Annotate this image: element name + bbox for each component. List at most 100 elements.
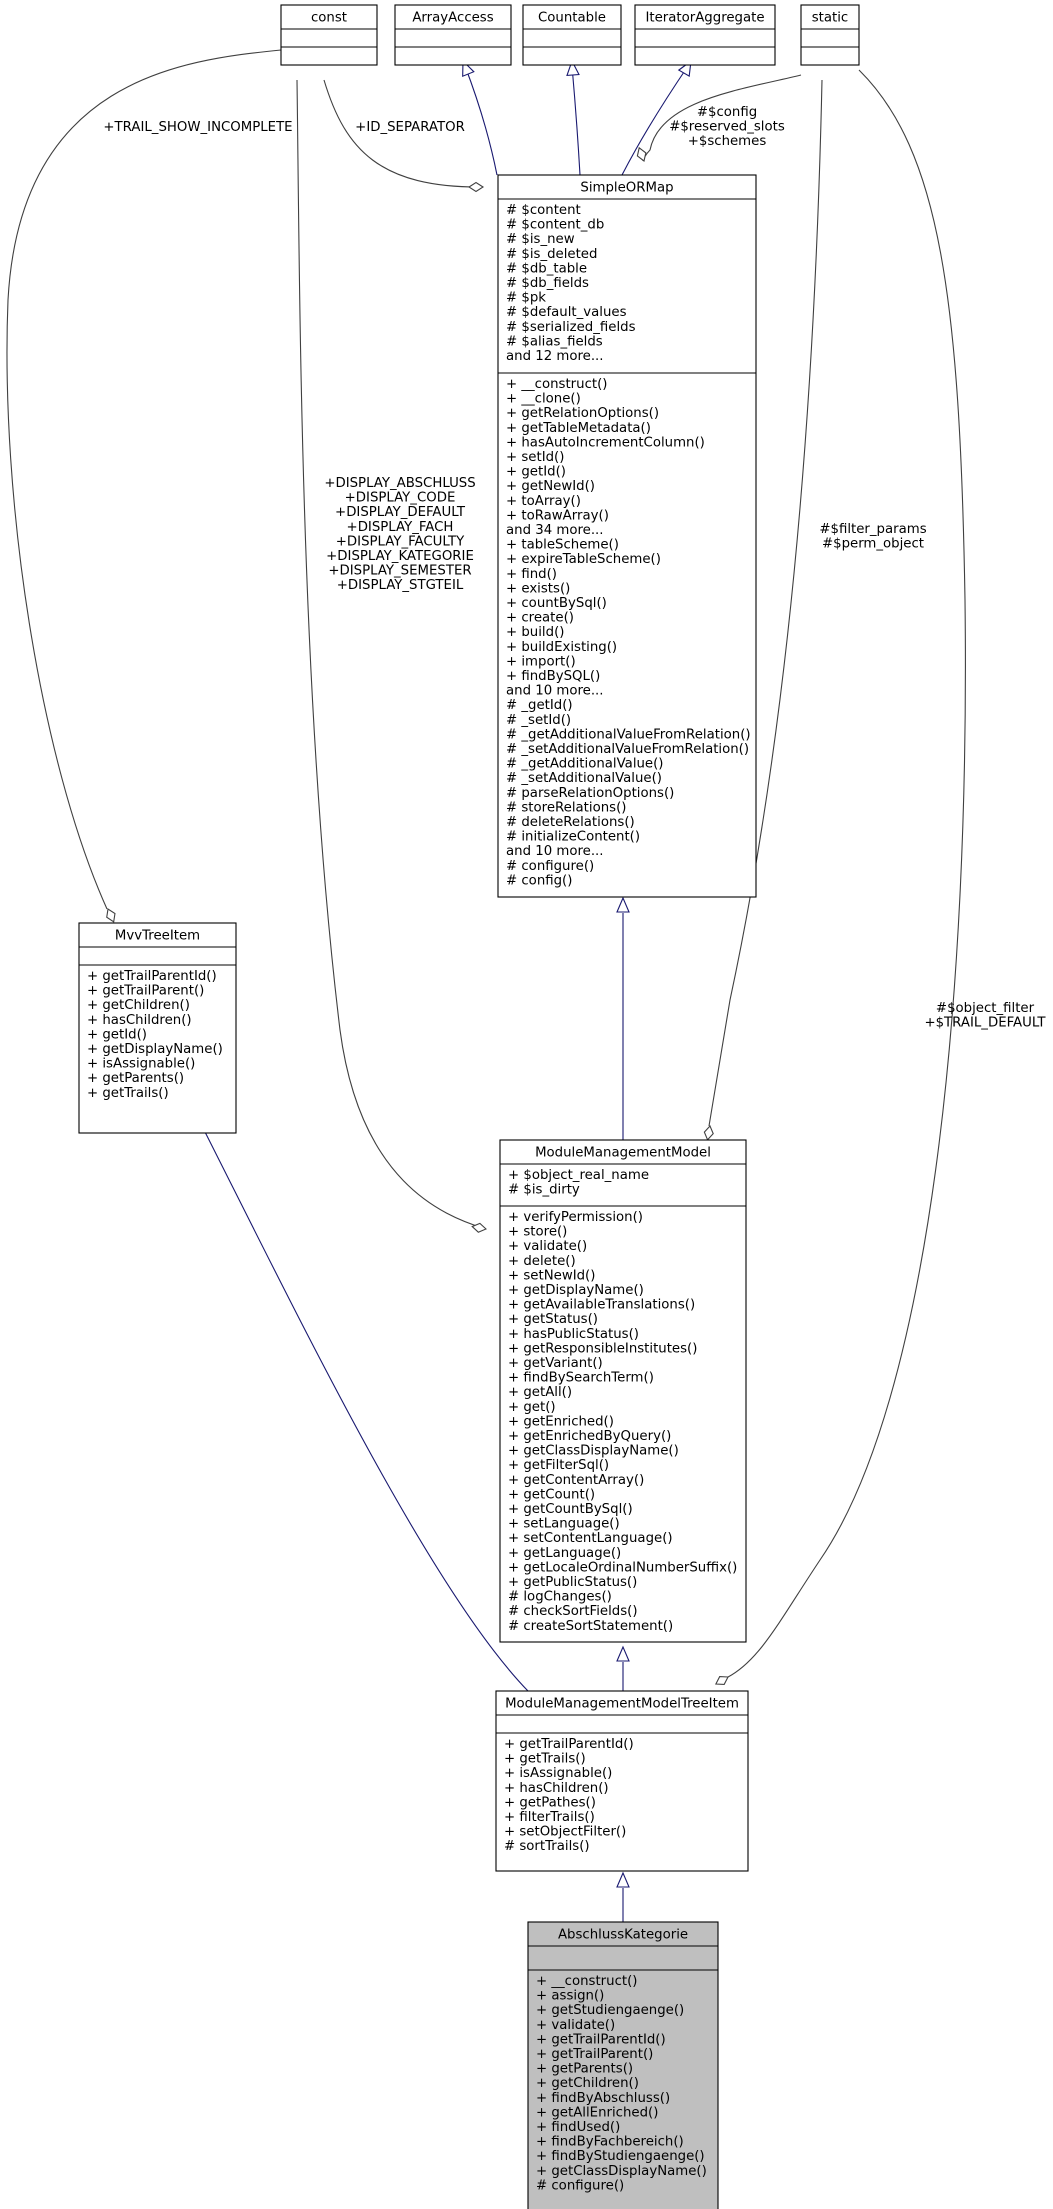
class-box-module-management-model[interactable]: ModuleManagementModel+ $object_real_name…: [499, 1139, 747, 1643]
class-box-frame: [394, 4, 512, 66]
class-method: + hasPublicStatus(): [508, 1327, 639, 1342]
class-method: + setLanguage(): [508, 1517, 620, 1532]
class-method: + find(): [506, 567, 557, 582]
class-attribute: # $pk: [506, 291, 546, 306]
edges-layer: [6, 49, 966, 1922]
class-method: + getTrails(): [504, 1752, 586, 1767]
class-method: + getNewId(): [506, 479, 595, 494]
assoc-edge-display-consts: [296, 79, 487, 1230]
assoc-diamond-config: [636, 146, 647, 162]
edge-label-line: +DISPLAY_DEFAULT: [335, 505, 466, 520]
class-box-countable[interactable]: Countable: [522, 4, 622, 66]
class-attribute: # $default_values: [506, 305, 627, 320]
class-method: + isAssignable(): [87, 1057, 195, 1072]
class-method: + store(): [508, 1225, 567, 1240]
class-method: # configure(): [506, 859, 594, 874]
edge-label-config-slots: #$config#$reserved_slots+$schemes: [669, 105, 785, 149]
class-method: + getContentArray(): [508, 1473, 644, 1488]
class-attribute: # $is_deleted: [506, 247, 597, 262]
class-method: + hasAutoIncrementColumn(): [506, 435, 705, 450]
class-method: + toArray(): [506, 494, 581, 509]
class-box-abschluss-kategorie[interactable]: AbschlussKategorie+ __construct()+ assig…: [527, 1921, 719, 2209]
class-method: + getClassDisplayName(): [508, 1444, 679, 1459]
class-attribute: # $db_table: [506, 261, 587, 276]
class-method: + hasChildren(): [87, 1013, 192, 1028]
class-name: ArrayAccess: [412, 11, 493, 26]
class-method: + getTrailParent(): [536, 2047, 653, 2062]
edge-label-display-consts: +DISPLAY_ABSCHLUSS+DISPLAY_CODE+DISPLAY_…: [324, 476, 475, 593]
class-method: + getDisplayName(): [508, 1283, 644, 1298]
class-method: + findUsed(): [536, 2120, 620, 2135]
class-attribute: # $serialized_fields: [506, 320, 636, 335]
class-method: + findByAbschluss(): [536, 2091, 670, 2106]
class-method: + getFilterSql(): [508, 1458, 609, 1473]
class-attribute: # $is_new: [506, 232, 575, 247]
class-method: + getTrailParent(): [87, 984, 204, 999]
class-method: + getTableMetadata(): [506, 421, 651, 436]
inherit-edge-arrayaccess: [464, 65, 498, 176]
class-method: + getClassDisplayName(): [536, 2164, 707, 2179]
class-method: + getPublicStatus(): [508, 1575, 637, 1590]
class-box-const[interactable]: const: [280, 4, 378, 66]
assoc-diamond-filter-params: [703, 1124, 714, 1141]
class-box-iterator-aggregate[interactable]: IteratorAggregate: [634, 4, 776, 66]
class-method: # _setId(): [506, 713, 571, 728]
class-method: + setContentLanguage(): [508, 1531, 673, 1546]
assoc-diamond-trail-show-incomplete: [106, 908, 116, 923]
class-method: + isAssignable(): [504, 1766, 612, 1781]
assoc-edge-id-separator: [323, 79, 484, 188]
class-name: IteratorAggregate: [645, 11, 764, 26]
class-method: + getParents(): [536, 2062, 633, 2077]
class-method: # _setAdditionalValue(): [506, 771, 662, 786]
class-method: + getLocaleOrdinalNumberSuffix(): [508, 1560, 737, 1575]
class-method: + validate(): [508, 1239, 587, 1254]
class-method: + getStudiengaenge(): [536, 2003, 684, 2018]
edge-label-trail-show-incomplete: +TRAIL_SHOW_INCOMPLETE: [103, 120, 292, 135]
class-method: # configure(): [536, 2178, 624, 2193]
class-box-simple-ormap[interactable]: SimpleORMap# $content# $content_db# $is_…: [497, 174, 757, 898]
assoc-diamond-display-consts: [471, 1222, 488, 1233]
class-box-static[interactable]: static: [800, 4, 860, 66]
class-method: # checkSortFields(): [508, 1604, 638, 1619]
class-method: + validate(): [536, 2018, 615, 2033]
class-attribute: # $content_db: [506, 218, 604, 233]
class-method: + getDisplayName(): [87, 1042, 223, 1057]
class-name: Countable: [538, 11, 606, 26]
class-method: + getCount(): [508, 1487, 595, 1502]
class-box-mvv-tree-item[interactable]: MvvTreeItem+ getTrailParentId()+ getTrai…: [78, 922, 237, 1134]
class-method: + getCountBySql(): [508, 1502, 633, 1517]
class-method: + create(): [506, 611, 574, 626]
class-method: # storeRelations(): [506, 800, 626, 815]
class-box-frame: [78, 922, 237, 1134]
class-name: AbschlussKategorie: [558, 1928, 688, 1943]
class-method: + hasChildren(): [504, 1781, 609, 1796]
class-box-frame: [522, 4, 622, 66]
assoc-edge-filter-params: [708, 79, 823, 1127]
edge-label-line: +ID_SEPARATOR: [355, 120, 465, 135]
class-method: # _setAdditionalValueFromRelation(): [506, 742, 749, 757]
class-method: # _getId(): [506, 698, 573, 713]
class-box-module-management-model-tree-item[interactable]: ModuleManagementModelTreeItem+ getTrailP…: [495, 1690, 749, 1872]
class-method: + getParents(): [87, 1071, 184, 1086]
class-method: # deleteRelations(): [506, 815, 635, 830]
class-method: + getLanguage(): [508, 1546, 621, 1561]
class-method: + getVariant(): [508, 1356, 603, 1371]
inherit-arrow-simpleormap: [616, 896, 630, 913]
class-box-array-access[interactable]: ArrayAccess: [394, 4, 512, 66]
class-method: + getTrailParentId(): [536, 2032, 666, 2047]
class-name: MvvTreeItem: [115, 929, 200, 944]
class-method: + getEnrichedByQuery(): [508, 1429, 671, 1444]
class-method: # _getAdditionalValueFromRelation(): [506, 727, 751, 742]
class-attribute: and 12 more...: [506, 349, 604, 364]
inherit-arrow-modulemanagementmodel: [616, 1645, 630, 1662]
class-method: + getPathes(): [504, 1795, 596, 1810]
class-boxes-layer: const ArrayAccess Countable IteratorAggrega…: [78, 4, 860, 2209]
class-method: + findBySQL(): [506, 669, 600, 684]
class-box-frame: [280, 4, 378, 66]
class-method: + getAvailableTranslations(): [508, 1298, 695, 1313]
class-attribute: + $object_real_name: [508, 1168, 649, 1183]
class-method: + getRelationOptions(): [506, 406, 659, 421]
class-method: # createSortStatement(): [508, 1619, 673, 1634]
class-method: + getChildren(): [87, 998, 190, 1013]
